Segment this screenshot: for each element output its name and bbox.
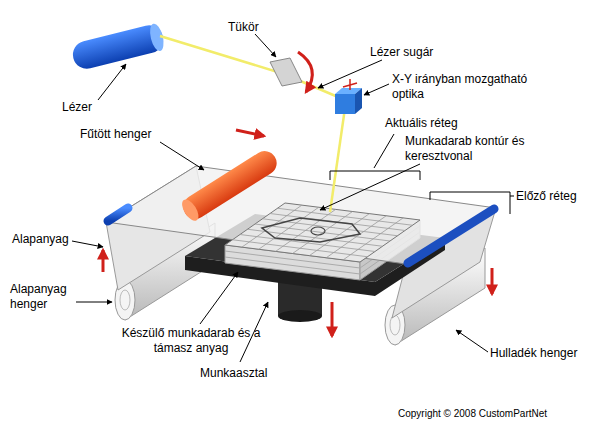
- laser-beam: [330, 108, 345, 212]
- xy-optic: [335, 79, 362, 114]
- part-label: Munkaasztal: [200, 366, 267, 381]
- part-label: Készülő munkadarab és a támasz anyag: [118, 326, 264, 356]
- part-label: Munkadarab kontúr és keresztvonal: [405, 134, 555, 164]
- part-hole: [311, 227, 325, 235]
- part-label: Előző réteg: [516, 189, 577, 204]
- part-label: Lézer: [62, 100, 92, 115]
- mirror: [270, 58, 302, 86]
- cross-hatch-grid: [233, 205, 413, 260]
- current-sheet: [106, 166, 496, 264]
- part-label: Alapanyag henger: [10, 282, 76, 312]
- guide-roller: [108, 208, 128, 221]
- part-label: Tükör: [228, 20, 259, 35]
- part-label: Hulladék henger: [490, 346, 577, 361]
- part-contour: [262, 218, 360, 242]
- guide-roller: [408, 209, 494, 263]
- part-label: Lézer sugár: [370, 45, 433, 60]
- part-label: Fűtött henger: [80, 127, 151, 142]
- part-label: Aktuális réteg: [385, 116, 458, 131]
- heated-roller: [179, 147, 281, 224]
- part-label: X-Y irányban mozgatható optika: [392, 72, 542, 102]
- layer-bracket: [430, 192, 510, 214]
- grid-area: [225, 203, 420, 262]
- layer-bracket: [330, 171, 420, 180]
- leader-line: [510, 196, 514, 197]
- laser-beam: [160, 36, 345, 100]
- part-label: Alapanyag: [12, 232, 69, 247]
- laser: [70, 22, 166, 71]
- copyright-note: Copyright © 2008 CustomPartNet: [398, 408, 547, 421]
- rotation-arrow: [298, 52, 312, 92]
